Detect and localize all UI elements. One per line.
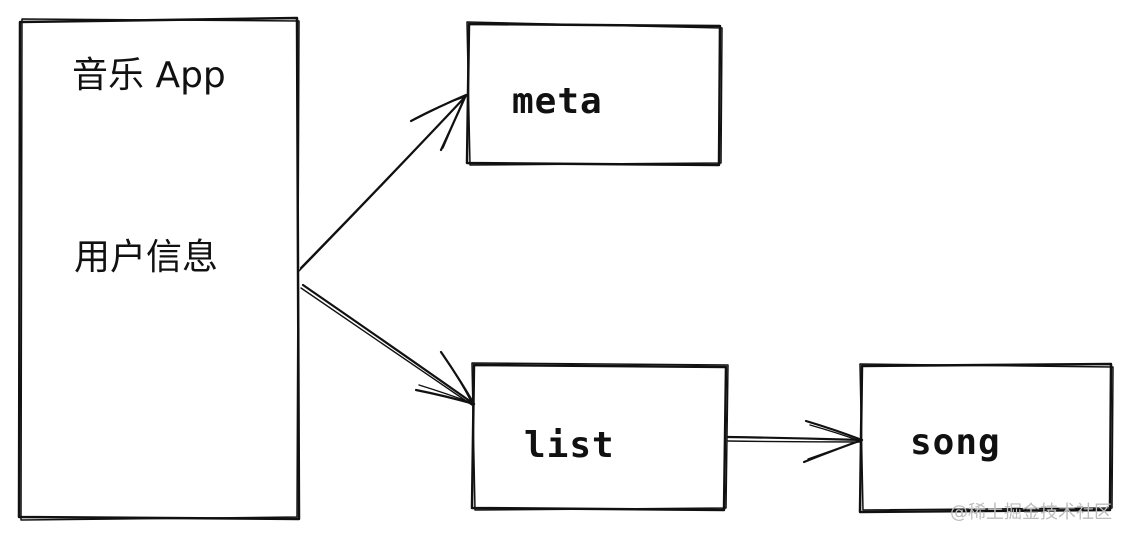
- list-label: list: [524, 428, 615, 464]
- app-title: 音乐 App: [72, 58, 226, 94]
- arrow-app-to-meta: [298, 93, 468, 272]
- song-label: song: [910, 425, 1001, 461]
- watermark: @稀土掘金技术社区: [950, 498, 1112, 524]
- song-label-text: song: [910, 422, 1001, 463]
- list-box: [470, 362, 729, 512]
- meta-box: [465, 21, 723, 167]
- list-label-text: list: [524, 425, 615, 466]
- user-info-text: 用户信息: [74, 237, 219, 278]
- watermark-text: @稀土掘金技术社区: [950, 502, 1112, 523]
- meta-label-text: meta: [512, 81, 603, 122]
- app-title-text: 音乐 App: [72, 55, 226, 96]
- meta-label: meta: [512, 84, 603, 120]
- arrow-app-to-list: [300, 283, 476, 406]
- song-box: [858, 362, 1114, 514]
- app-box: [17, 16, 301, 521]
- arrow-list-to-song: [726, 419, 864, 464]
- user-info-label: 用户信息: [74, 240, 218, 276]
